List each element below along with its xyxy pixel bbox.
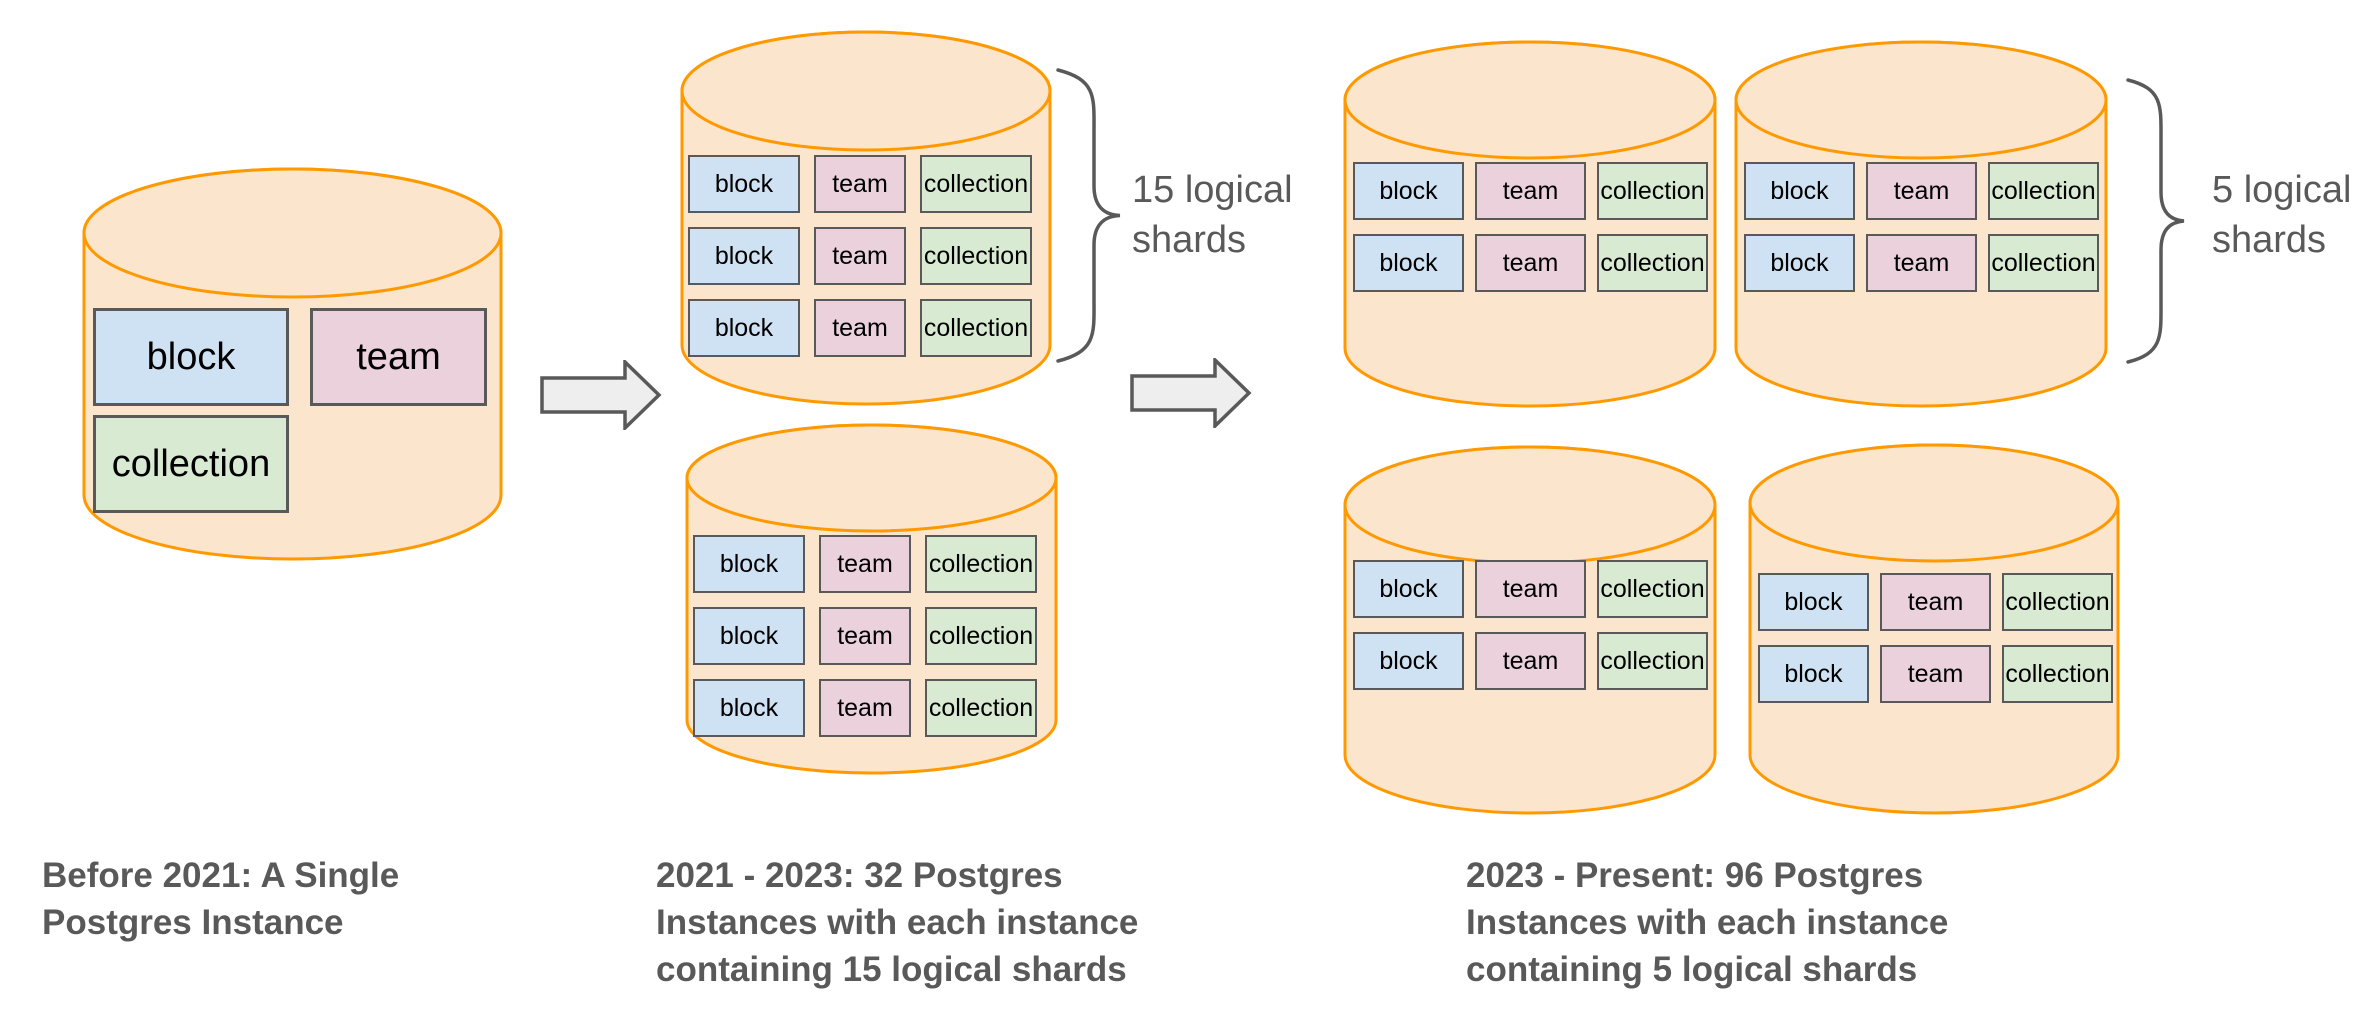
transition-arrow-2	[1130, 355, 1252, 433]
label-15-logical-shards: 15 logical shards	[1132, 169, 1293, 261]
caption-2023-present: 2023 - Present: 96 Postgres Instances wi…	[1466, 856, 1949, 989]
table-box-collection: collection	[925, 607, 1037, 665]
database-cylinder-shape	[1734, 40, 2108, 408]
table-box-collection: collection	[920, 227, 1032, 285]
table-box-collection: collection	[1597, 560, 1708, 618]
table-box-block: block	[93, 308, 289, 406]
table-box-team: team	[819, 607, 911, 665]
curly-brace-icon	[2126, 78, 2185, 364]
database-cylinder-shape	[1748, 443, 2120, 815]
label-5-logical-shards: 5 logical shards	[2212, 169, 2352, 261]
brace-15-logical-shards	[1056, 68, 1122, 368]
table-box-block: block	[688, 155, 800, 213]
table-box-block: block	[1353, 632, 1464, 690]
table-box-collection: collection	[920, 299, 1032, 357]
table-box-collection: collection	[920, 155, 1032, 213]
table-box-team: team	[1475, 560, 1586, 618]
table-box-team: team	[1880, 573, 1991, 631]
transition-arrow-1	[540, 357, 662, 435]
table-box-team: team	[819, 679, 911, 737]
right-arrow-icon	[540, 357, 662, 433]
table-box-collection: collection	[1988, 162, 2099, 220]
caption-before-2021: Before 2021: A Single Postgres Instance	[42, 856, 400, 942]
table-box-collection: collection	[2002, 645, 2113, 703]
brace-5-logical-shards	[2126, 78, 2186, 369]
table-box-block: block	[1353, 162, 1464, 220]
table-box-team: team	[310, 308, 487, 406]
table-box-collection: collection	[93, 415, 289, 513]
table-box-team: team	[1475, 234, 1586, 292]
single-postgres-instance-cylinder: block team collection	[82, 167, 503, 561]
table-box-team: team	[814, 155, 906, 213]
table-box-collection: collection	[2002, 573, 2113, 631]
table-box-team: team	[814, 227, 906, 285]
table-box-collection: collection	[1597, 162, 1708, 220]
table-box-team: team	[1866, 162, 1977, 220]
table-box-team: team	[1880, 645, 1991, 703]
table-box-block: block	[693, 535, 805, 593]
right-arrow-icon	[1130, 355, 1252, 431]
table-box-block: block	[693, 679, 805, 737]
table-box-collection: collection	[925, 535, 1037, 593]
database-cylinder-shape	[1343, 40, 1717, 408]
table-box-block: block	[1353, 234, 1464, 292]
caption-2021-2023: 2021 - 2023: 32 Postgres Instances with …	[656, 856, 1139, 989]
table-box-block: block	[1758, 573, 1869, 631]
table-box-team: team	[1475, 162, 1586, 220]
table-box-team: team	[814, 299, 906, 357]
table-box-block: block	[688, 227, 800, 285]
table-box-team: team	[1475, 632, 1586, 690]
table-box-collection: collection	[1597, 632, 1708, 690]
table-box-block: block	[693, 607, 805, 665]
database-cylinder-shape	[1343, 445, 1717, 815]
table-box-block: block	[1758, 645, 1869, 703]
table-box-block: block	[1744, 162, 1855, 220]
table-box-block: block	[1744, 234, 1855, 292]
table-box-block: block	[688, 299, 800, 357]
table-box-collection: collection	[1988, 234, 2099, 292]
table-box-block: block	[1353, 560, 1464, 618]
table-box-collection: collection	[1597, 234, 1708, 292]
curly-brace-icon	[1056, 68, 1121, 363]
table-box-collection: collection	[925, 679, 1037, 737]
table-box-team: team	[1866, 234, 1977, 292]
table-box-team: team	[819, 535, 911, 593]
